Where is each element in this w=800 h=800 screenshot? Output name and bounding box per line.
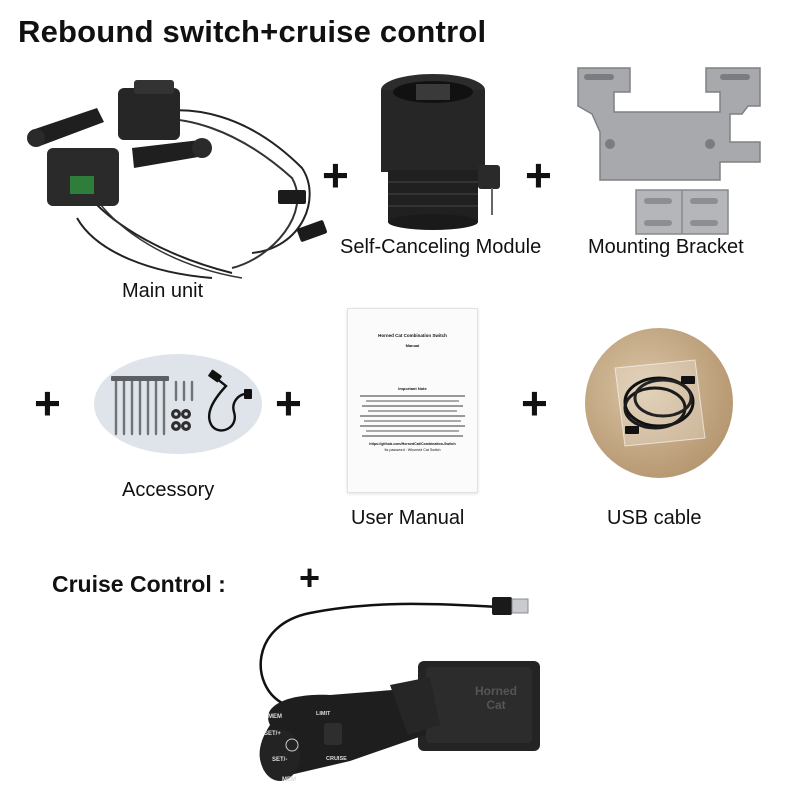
manual-notice: Important Note bbox=[398, 386, 427, 391]
usb-photo-background bbox=[585, 328, 733, 478]
user-manual-label: User Manual bbox=[351, 507, 465, 529]
manual-url: https://github.com/HornedCat/Combination… bbox=[369, 442, 456, 446]
usb-cable-icon bbox=[614, 359, 706, 447]
cruise-control-stalk-icon: Horned Cat MEM SET/+ SET/- MEM LIMIT CRU… bbox=[259, 597, 540, 783]
plus-sign: + bbox=[299, 557, 321, 598]
cruise-control-label: Cruise Control : bbox=[52, 571, 226, 597]
usb-cable-label: USB cable bbox=[607, 507, 702, 529]
manual-document-icon: Horned Cat Combination Switch Manual Imp… bbox=[347, 308, 478, 493]
plus-sign: + bbox=[275, 377, 302, 429]
plus-sign: + bbox=[34, 377, 61, 429]
plus-sign: + bbox=[521, 377, 548, 429]
stalk-text-set-minus: SET/- bbox=[272, 757, 287, 763]
mounting-bracket-icon bbox=[577, 67, 761, 235]
manual-heading: Horned Cat Combination Switch bbox=[378, 333, 447, 338]
self-canceling-module-label: Self-Canceling Module bbox=[340, 236, 542, 258]
manual-subheading: Manual bbox=[405, 343, 420, 348]
main-unit-label: Main unit bbox=[122, 280, 204, 302]
module-brand-line1: Horned bbox=[475, 684, 517, 698]
self-canceling-module-icon bbox=[381, 74, 500, 230]
mounting-bracket-label: Mounting Bracket bbox=[588, 236, 744, 258]
stalk-text-limit: LIMIT bbox=[316, 711, 331, 717]
stalk-text-cruise: CRUISE bbox=[326, 756, 347, 762]
stalk-text-mem-bottom: MEM bbox=[282, 777, 296, 783]
combination-switch-icon bbox=[27, 80, 327, 279]
plus-sign: + bbox=[322, 149, 349, 201]
module-brand-line2: Cat bbox=[486, 698, 505, 712]
page-title: Rebound switch+cruise control bbox=[18, 14, 487, 49]
manual-password: Its password : Whorned Cat Switch bbox=[384, 448, 441, 452]
stalk-text-set-plus: SET/+ bbox=[264, 731, 281, 737]
stalk-text-mem-top: MEM bbox=[268, 714, 282, 720]
plus-sign: + bbox=[525, 149, 552, 201]
accessory-label: Accessory bbox=[122, 479, 215, 501]
screws-and-cable-icon bbox=[111, 369, 252, 436]
